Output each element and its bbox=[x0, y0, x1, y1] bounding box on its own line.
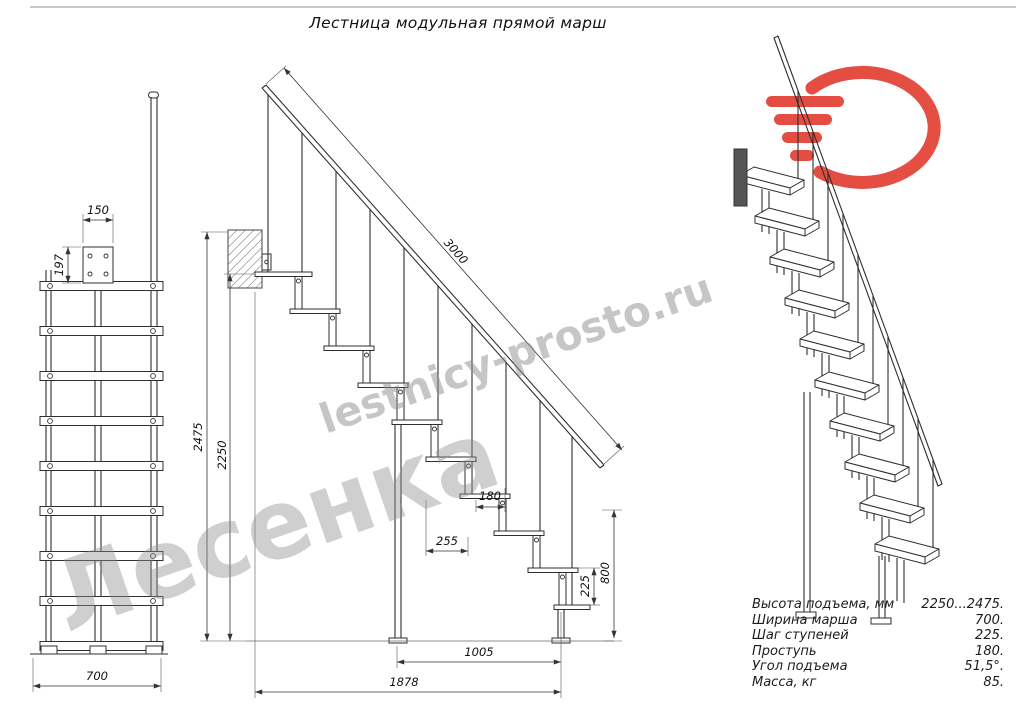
handrail-cap bbox=[148, 91, 159, 99]
spec-value: 700. bbox=[975, 612, 1004, 628]
dim-module-length: 255 bbox=[436, 534, 458, 548]
dim-tread-depth: 180 bbox=[479, 489, 501, 503]
spec-label: Шаг ступеней bbox=[752, 628, 849, 644]
dim-floor-height: 2250 bbox=[215, 440, 229, 469]
spec-label: Ширина марша bbox=[752, 612, 858, 628]
dim-step-rise: 225 bbox=[578, 575, 592, 597]
dim-post-width: 150 bbox=[87, 203, 109, 217]
side-balusters bbox=[267, 95, 573, 605]
spec-label: Масса, кг bbox=[752, 674, 817, 690]
spec-row-step: Шаг ступеней 225. bbox=[752, 628, 1004, 644]
spec-row-angle: Угол подъема 51,5°. bbox=[752, 659, 1004, 675]
dim-total-span: 1878 bbox=[389, 675, 418, 689]
persp-wall-bracket bbox=[733, 148, 748, 207]
spec-row-height: Высота подъема, мм 2250...2475. bbox=[752, 597, 1004, 613]
spec-value: 2250...2475. bbox=[921, 597, 1004, 612]
drawing-title: Лестница модульная прямой марш bbox=[309, 14, 607, 32]
persp-balusters bbox=[797, 91, 934, 552]
wall-hatch bbox=[227, 229, 263, 289]
persp-steps bbox=[739, 166, 940, 604]
side-handrail bbox=[261, 84, 605, 469]
spec-table: Высота подъема, мм 2250...2475. Ширина м… bbox=[752, 597, 1004, 691]
mount-plate bbox=[82, 246, 114, 284]
dim-post-height: 197 bbox=[52, 253, 66, 276]
brand-logo bbox=[766, 65, 941, 189]
spec-row-width: Ширина марша 700. bbox=[752, 613, 1004, 629]
spec-value: 180. bbox=[975, 643, 1004, 659]
spec-label: Угол подъема bbox=[752, 659, 848, 675]
spec-label: Проступь bbox=[752, 643, 817, 659]
persp-handrail bbox=[773, 35, 943, 487]
front-dims: 150 197 700 bbox=[32, 203, 162, 692]
persp-posts bbox=[795, 392, 892, 625]
side-view: 3000 2475 2250 180 255 bbox=[191, 65, 625, 698]
spec-value: 225. bbox=[975, 628, 1004, 644]
spec-value: 85. bbox=[983, 674, 1004, 690]
dim-support-span: 1005 bbox=[464, 645, 493, 659]
spec-label: Высота подъема, мм bbox=[752, 597, 895, 612]
side-modules bbox=[294, 275, 567, 608]
perspective-view bbox=[733, 35, 943, 625]
dim-end-clearance: 800 bbox=[598, 562, 612, 584]
dim-total-height: 2475 bbox=[191, 422, 205, 451]
spec-row-tread: Проступь 180. bbox=[752, 644, 1004, 660]
front-view: 150 197 700 bbox=[30, 91, 168, 692]
dim-march-width: 700 bbox=[86, 669, 108, 683]
spec-value: 51,5°. bbox=[964, 659, 1004, 675]
spec-row-mass: Масса, кг 85. bbox=[752, 675, 1004, 691]
